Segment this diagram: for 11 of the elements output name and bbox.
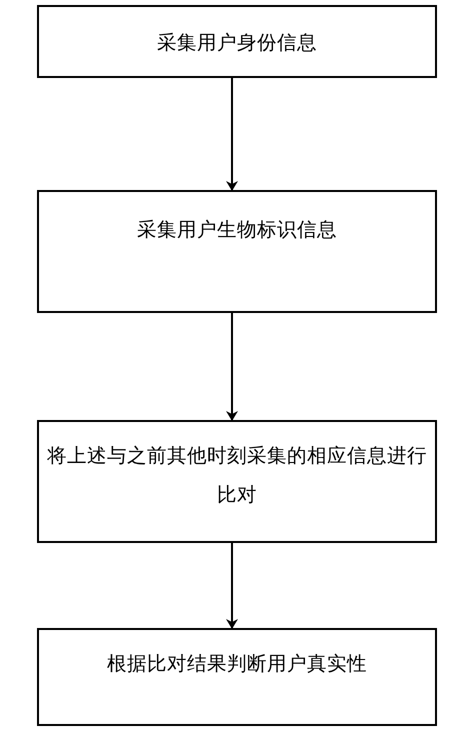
arrow (226, 78, 238, 191)
step-text: 采集用户生物标识信息 (137, 217, 337, 243)
step-text: 将上述与之前其他时刻采集的相应信息进行比对 (46, 443, 428, 508)
process-box (37, 190, 437, 313)
process-box (37, 420, 437, 543)
arrow (226, 313, 238, 421)
arrow (226, 543, 238, 629)
step-text: 采集用户身份信息 (157, 30, 317, 56)
step-text: 根据比对结果判断用户真实性 (107, 651, 367, 677)
process-box (37, 628, 437, 726)
process-box (37, 5, 437, 78)
